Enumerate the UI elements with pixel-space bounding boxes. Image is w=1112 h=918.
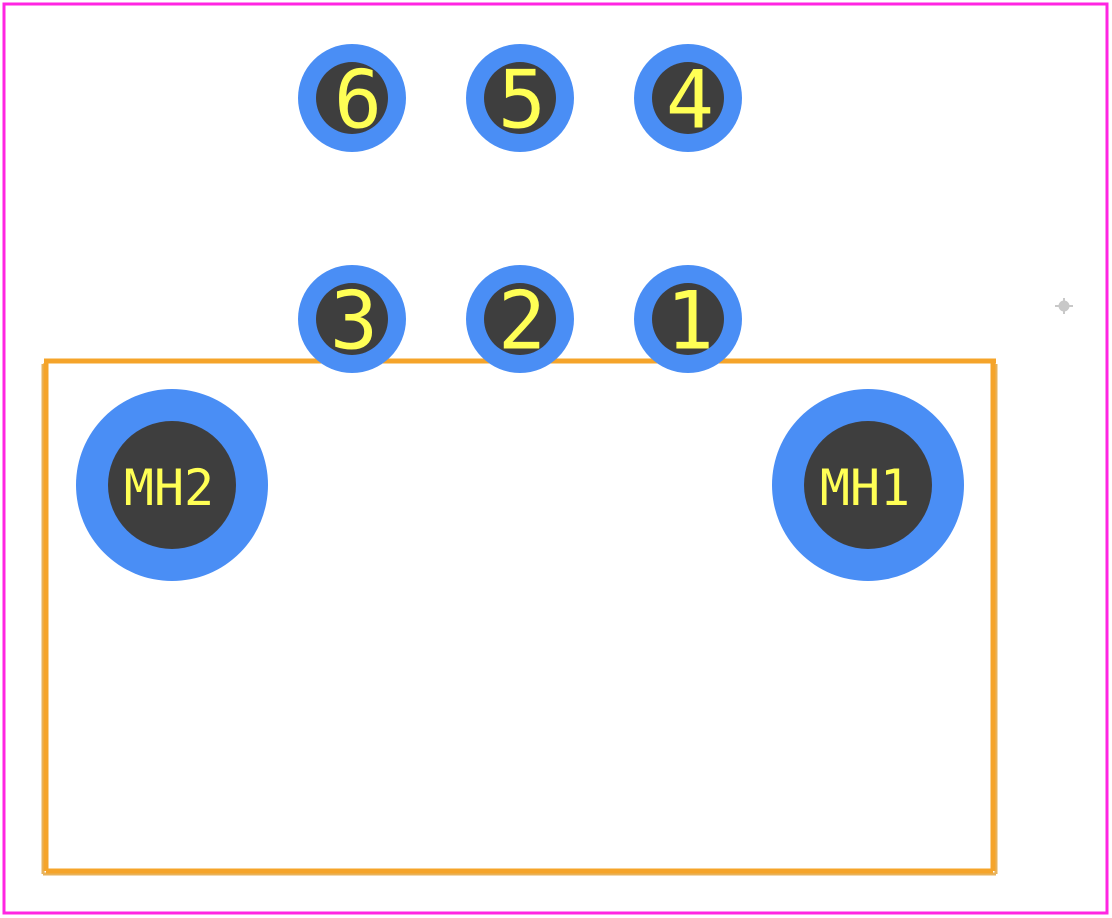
drill-hole (484, 62, 556, 134)
pad-label: MH1 (820, 459, 910, 517)
pad-4[interactable]: 4 (634, 44, 742, 152)
fabrication-outline (41, 364, 998, 876)
pad-1[interactable]: 1 (634, 265, 742, 373)
pad-mh2[interactable]: MH2 (76, 389, 268, 581)
pad-label: 5 (498, 54, 546, 147)
pad-label: 3 (330, 275, 378, 368)
drill-hole (484, 283, 556, 355)
origin-marker (1055, 298, 1073, 314)
pad-3[interactable]: 3 (298, 265, 406, 373)
pad-label: 6 (334, 54, 382, 147)
pad-label: 1 (666, 275, 714, 368)
drill-hole (652, 62, 724, 134)
pad-label: MH2 (124, 459, 214, 517)
drill-hole (652, 283, 724, 355)
pad-6[interactable]: 6 (298, 44, 406, 152)
pad-mh1[interactable]: MH1 (772, 389, 964, 581)
drill-hole (804, 421, 932, 549)
pad-2[interactable]: 2 (466, 265, 574, 373)
pad-5[interactable]: 5 (466, 44, 574, 152)
drill-hole (108, 421, 236, 549)
drill-hole (316, 283, 388, 355)
drill-hole (316, 62, 388, 134)
pad-label: 2 (498, 275, 546, 368)
pad-label: 4 (666, 54, 714, 147)
